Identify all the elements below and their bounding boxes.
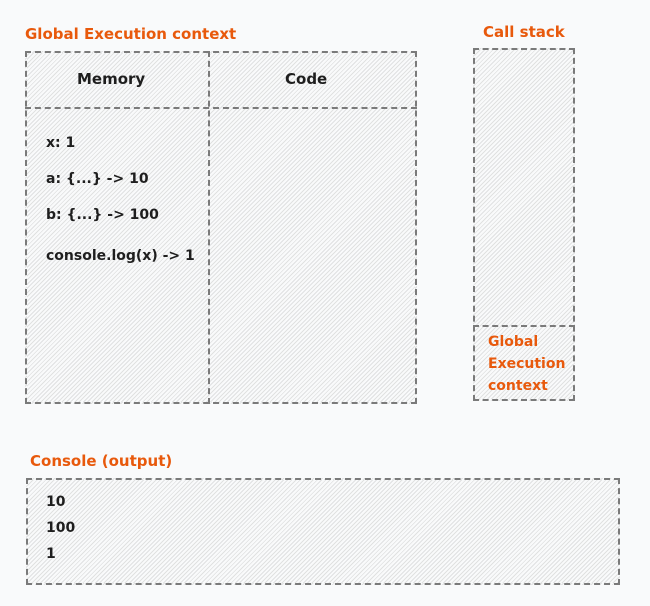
memory-item: console.log(x) -> 1 [46, 248, 195, 264]
global-execution-context-title: Global Execution context [25, 25, 237, 43]
console-line: 10 [46, 494, 66, 510]
memory-code-divider [208, 51, 210, 404]
code-header: Code [285, 70, 328, 88]
call-stack-title: Call stack [483, 23, 565, 41]
memory-item: a: {...} -> 10 [46, 171, 149, 187]
console-line: 100 [46, 520, 76, 536]
global-execution-context-box [25, 51, 417, 404]
console-box [26, 478, 620, 585]
call-stack-frame-divider [473, 325, 575, 327]
call-stack-box [473, 48, 575, 401]
call-stack-frame: Global Execution context [488, 334, 566, 394]
memory-header: Memory [77, 70, 146, 88]
memory-item: b: {...} -> 100 [46, 207, 159, 223]
header-divider [25, 107, 417, 109]
memory-item: x: 1 [46, 135, 76, 151]
console-title: Console (output) [30, 452, 173, 470]
console-line: 1 [46, 546, 56, 562]
